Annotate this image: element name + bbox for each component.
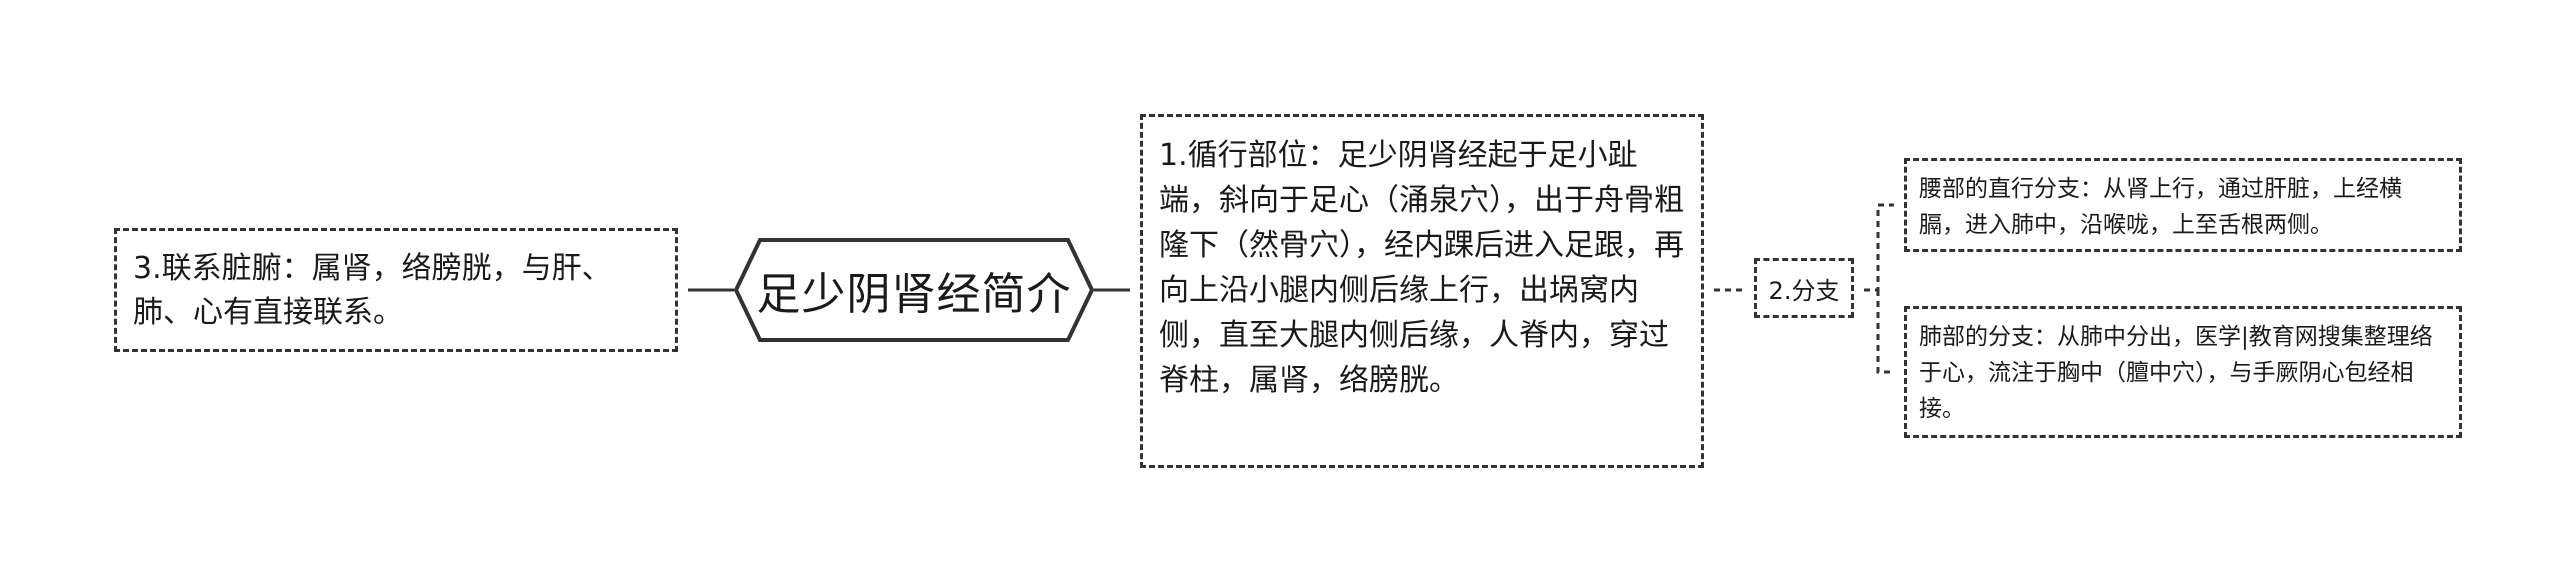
central-topic[interactable]: 足少阴肾经简介 (734, 238, 1094, 342)
central-topic-label: 足少阴肾经简介 (756, 269, 1072, 320)
node-2b-label: 肺部的分支：从肺中分出，医学|教育网搜集整理络于心，流注于胸中（膻中穴），与手厥… (1919, 324, 2433, 422)
connector-node-2-to-node-2a (1864, 203, 1894, 292)
connector-node-2-to-node-2b (1876, 290, 1894, 374)
node-2b-lung-branch[interactable]: 肺部的分支：从肺中分出，医学|教育网搜集整理络于心，流注于胸中（膻中穴），与手厥… (1904, 306, 2462, 438)
node-1-label: 1.循行部位：足少阴肾经起于足小趾端，斜向于足心（涌泉穴），出于舟骨粗隆下（然骨… (1159, 138, 1684, 398)
node-1-pathway[interactable]: 1.循行部位：足少阴肾经起于足小趾端，斜向于足心（涌泉穴），出于舟骨粗隆下（然骨… (1140, 114, 1704, 468)
node-3-label: 3.联系脏腑：属肾，络膀胱，与肝、肺、心有直接联系。 (133, 251, 612, 330)
node-2a-lumbar-branch[interactable]: 腰部的直行分支：从肾上行，通过肝脏，上经横膈，进入肺中，沿喉咙，上至舌根两侧。 (1904, 158, 2462, 252)
node-2a-label: 腰部的直行分支：从肾上行，通过肝脏，上经横膈，进入肺中，沿喉咙，上至舌根两侧。 (1919, 176, 2402, 238)
node-3-connected-organs[interactable]: 3.联系脏腑：属肾，络膀胱，与肝、肺、心有直接联系。 (114, 228, 678, 352)
node-2-branches[interactable]: 2.分支 (1754, 258, 1854, 318)
central-hexagon-shape (734, 238, 1094, 342)
node-2-label: 2.分支 (1768, 276, 1840, 305)
